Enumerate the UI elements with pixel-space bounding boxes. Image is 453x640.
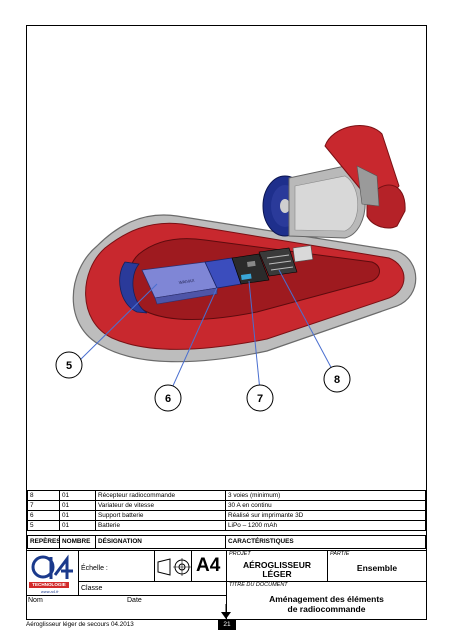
format-cell: A4	[191, 550, 227, 582]
logo-cell: TECHNOLOGIE www.a4.fr	[27, 550, 79, 596]
carac-cell: LiPo – 1200 mAh	[225, 520, 426, 531]
designation-cell: Support batterie	[95, 510, 226, 521]
header-designation: DÉSIGNATION	[95, 535, 226, 549]
rep-cell: 6	[27, 510, 60, 521]
table-row: 7 01 Variateur de vitesse 30 A en contin…	[27, 500, 426, 511]
rep-cell: 7	[27, 500, 60, 511]
format-value: A4	[196, 555, 221, 576]
rep-cell: 8	[27, 490, 60, 501]
leader-lines	[78, 269, 334, 392]
front-rail	[119, 261, 148, 314]
table-header: REPÈRES NOMBRE DÉSIGNATION CARACTÉRISTIQ…	[27, 535, 426, 549]
footer-source: Aéroglisseur léger de secours 04.2013	[26, 621, 134, 628]
nb-cell: 01	[59, 490, 96, 501]
rep-cell: 5	[27, 520, 60, 531]
classe-label: Classe	[81, 585, 103, 592]
page-number: 21	[218, 620, 236, 630]
partie-cell: PARTIE Ensemble	[327, 550, 426, 582]
speed-controller	[231, 253, 270, 285]
table-row: 6 01 Support batterie Réalisé sur imprim…	[27, 510, 426, 521]
titre-line2: de radiocommande	[287, 604, 366, 614]
projet-line1: AÉROGLISSEUR	[242, 560, 311, 570]
projection-icon	[157, 558, 191, 576]
nb-cell: 01	[59, 520, 96, 531]
nb-cell: 01	[59, 500, 96, 511]
battery: WAIVAX	[141, 261, 218, 305]
svg-text:5: 5	[66, 360, 72, 372]
header-rep: REPÈRES	[27, 535, 60, 549]
partie-label: PARTIE	[330, 551, 350, 557]
classe-cell: Classe	[78, 581, 227, 596]
nom-date-cell: Nom Date	[27, 595, 227, 620]
projet-label: PROJET	[229, 551, 251, 557]
designation-cell: Récepteur radiocommande	[95, 490, 226, 501]
partie-value: Ensemble	[356, 563, 398, 573]
header-nb: NOMBRE	[59, 535, 96, 549]
svg-text:6: 6	[165, 393, 171, 405]
date-label: Date	[127, 597, 142, 604]
designation-cell: Batterie	[95, 520, 226, 531]
center-mark-arrow	[221, 604, 231, 619]
svg-text:7: 7	[257, 393, 263, 405]
logo-label: TECHNOLOGIE	[29, 582, 69, 588]
receiver	[258, 247, 298, 277]
echelle-label: Échelle :	[81, 565, 108, 572]
fan-duct	[262, 155, 366, 239]
svg-text:8: 8	[334, 374, 340, 386]
servo	[292, 245, 314, 263]
logo-url: www.a4.fr	[41, 589, 59, 594]
callout-8: 8	[323, 365, 351, 393]
projet-cell: PROJET AÉROGLISSEUR LÉGER	[226, 550, 328, 582]
callout-7: 7	[246, 384, 274, 412]
parts-list: 8 01 Récepteur radiocommande 3 voies (mi…	[27, 490, 426, 549]
echelle-cell: Échelle :	[78, 550, 155, 582]
carac-cell: Réalisé sur imprimante 3D	[225, 510, 426, 521]
projet-line2: LÉGER	[262, 569, 292, 579]
svg-text:WAIVAX: WAIVAX	[178, 278, 195, 285]
titre-cell: TITRE DU DOCUMENT Aménagement des élémen…	[226, 581, 426, 620]
callout-5: 5	[55, 351, 83, 379]
hovercraft-illustration: WAIVAX	[55, 125, 417, 412]
title-block: TECHNOLOGIE www.a4.fr Échelle : A4 PROJE…	[27, 550, 426, 620]
rudders	[324, 125, 406, 229]
carac-cell: 3 voies (minimum)	[225, 490, 426, 501]
page-footer: Aéroglisseur léger de secours 04.2013 21	[26, 620, 427, 630]
table-row: 5 01 Batterie LiPo – 1200 mAh	[27, 520, 426, 531]
designation-cell: Variateur de vitesse	[95, 500, 226, 511]
callout-6: 6	[154, 384, 182, 412]
nom-label: Nom	[28, 597, 43, 604]
nb-cell: 01	[59, 510, 96, 521]
carac-cell: 30 A en continu	[225, 500, 426, 511]
a4-logo	[31, 554, 73, 579]
header-carac: CARACTÉRISTIQUES	[225, 535, 426, 549]
projection-symbol-cell	[154, 550, 192, 582]
table-row: 8 01 Récepteur radiocommande 3 voies (mi…	[27, 490, 426, 501]
titre-label: TITRE DU DOCUMENT	[229, 582, 288, 588]
titre-line1: Aménagement des éléments	[269, 594, 384, 604]
drawing-frame: WAIVAX	[26, 25, 427, 620]
